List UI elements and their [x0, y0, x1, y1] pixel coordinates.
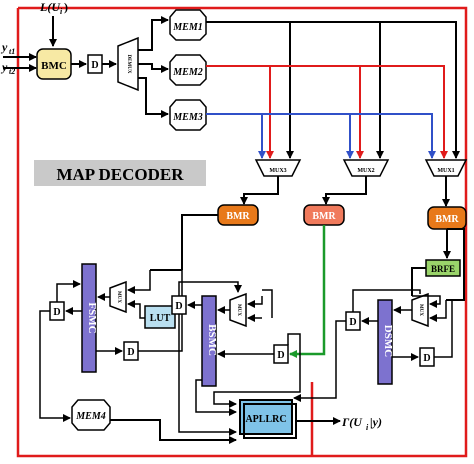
apllrc-block: APLLRC — [239, 399, 297, 439]
svg-text:): ) — [64, 0, 68, 14]
svg-text:LUT: LUT — [150, 313, 171, 324]
d-register-fsmc-left: D — [49, 301, 65, 321]
mux-fsmc-block: MUX — [109, 280, 127, 314]
mux2-block: MUX2 — [342, 159, 390, 177]
svg-text:DEMUX: DEMUX — [126, 55, 131, 74]
lut-block: LUT — [144, 305, 176, 329]
mux1-block: MUX1 — [424, 159, 468, 177]
svg-text:y: y — [0, 40, 8, 54]
llr-output: Γ(U i |y) — [341, 415, 382, 432]
svg-text:BMC: BMC — [41, 60, 67, 72]
mem2-block: MEM2 — [169, 54, 207, 86]
svg-text:FSMC: FSMC — [86, 302, 98, 333]
svg-text:MUX: MUX — [116, 291, 121, 303]
svg-text:MEM3: MEM3 — [172, 112, 202, 123]
svg-text:BMR: BMR — [226, 211, 250, 222]
svg-text:D: D — [349, 317, 356, 328]
bmr-left-block: BMR — [217, 204, 259, 226]
svg-text:L(U: L(U — [39, 0, 61, 14]
brfe-block: BRFE — [425, 259, 461, 277]
svg-text:BSMC: BSMC — [206, 324, 218, 356]
svg-text:MUX1: MUX1 — [437, 168, 454, 174]
svg-text:DSMC: DSMC — [382, 325, 394, 357]
diagram-title: MAP DECODER — [34, 160, 206, 186]
bsmc-block: BSMC — [201, 295, 218, 387]
svg-text:D: D — [127, 347, 134, 358]
svg-text:MEM2: MEM2 — [172, 67, 202, 78]
prior-input: L(U i ) — [39, 0, 68, 47]
decoder-boundary — [16, 6, 468, 458]
svg-text:t2: t2 — [9, 67, 15, 76]
svg-text:APLLRC: APLLRC — [245, 414, 286, 425]
d-register-fsmc-bottom: D — [123, 341, 139, 361]
demux-block: DEMUX — [117, 36, 139, 92]
svg-text:|y): |y) — [370, 415, 382, 429]
svg-text:i: i — [60, 7, 63, 16]
y1-input: y t1 — [0, 40, 37, 61]
svg-text:MUX: MUX — [418, 304, 423, 316]
y2-input: y t2 — [0, 60, 37, 76]
svg-text:MEM1: MEM1 — [172, 22, 202, 33]
fsmc-block: FSMC — [81, 263, 98, 373]
svg-text:D: D — [91, 60, 98, 71]
d-register-dsmc-bottom: D — [419, 347, 435, 367]
svg-text:BMR: BMR — [435, 214, 459, 225]
svg-text:BMR: BMR — [312, 211, 336, 222]
d-register-bsmc-right: D — [273, 344, 289, 364]
svg-text:i: i — [366, 423, 369, 432]
bmr-mid-block: BMR — [303, 204, 345, 226]
svg-text:MUX: MUX — [236, 304, 241, 316]
dsmc-block: DSMC — [377, 299, 394, 385]
d-register-dsmc-left: D — [345, 311, 361, 331]
mem3-block: MEM3 — [169, 99, 207, 131]
mem4-block: MEM4 — [71, 399, 111, 431]
svg-text:Γ(U: Γ(U — [341, 415, 363, 429]
bmc-block: BMC — [36, 48, 72, 80]
svg-text:D: D — [423, 353, 430, 364]
mem1-block: MEM1 — [169, 9, 207, 41]
svg-text:MAP DECODER: MAP DECODER — [56, 165, 184, 184]
d-register-bsmc-left: D — [171, 295, 187, 315]
svg-text:t1: t1 — [9, 47, 15, 56]
svg-text:MUX2: MUX2 — [357, 168, 374, 174]
svg-text:MEM4: MEM4 — [75, 411, 105, 422]
bmr-right-block: BMR — [427, 206, 467, 230]
svg-text:D: D — [175, 301, 182, 312]
mux3-block: MUX3 — [254, 159, 302, 177]
d-register-top: D — [87, 54, 103, 74]
mux-dsmc-block: MUX — [411, 292, 429, 328]
mux-bsmc-block: MUX — [229, 292, 247, 328]
svg-text:MUX3: MUX3 — [269, 168, 286, 174]
svg-text:BRFE: BRFE — [431, 264, 455, 274]
svg-text:D: D — [277, 350, 284, 361]
svg-text:D: D — [53, 307, 60, 318]
